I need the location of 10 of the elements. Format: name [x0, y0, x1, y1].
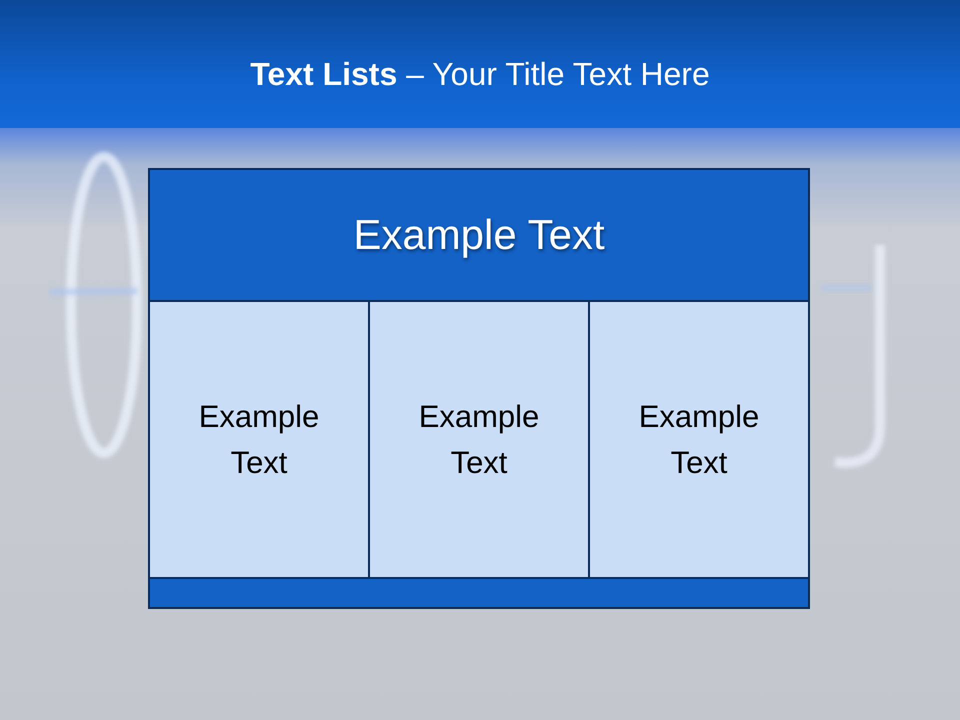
header-text: Example Text [353, 210, 605, 260]
table-header [148, 168, 810, 302]
table-cell [588, 300, 810, 579]
cell-text: Example Text [198, 398, 320, 482]
slide-title: Text Lists – Your Title Text Here [249, 55, 711, 94]
footer-bar [148, 577, 810, 609]
cell-text: Example Text [418, 398, 540, 482]
table-cell [368, 300, 590, 579]
cell-text: Example Text [638, 398, 760, 482]
table-cell [148, 300, 370, 579]
